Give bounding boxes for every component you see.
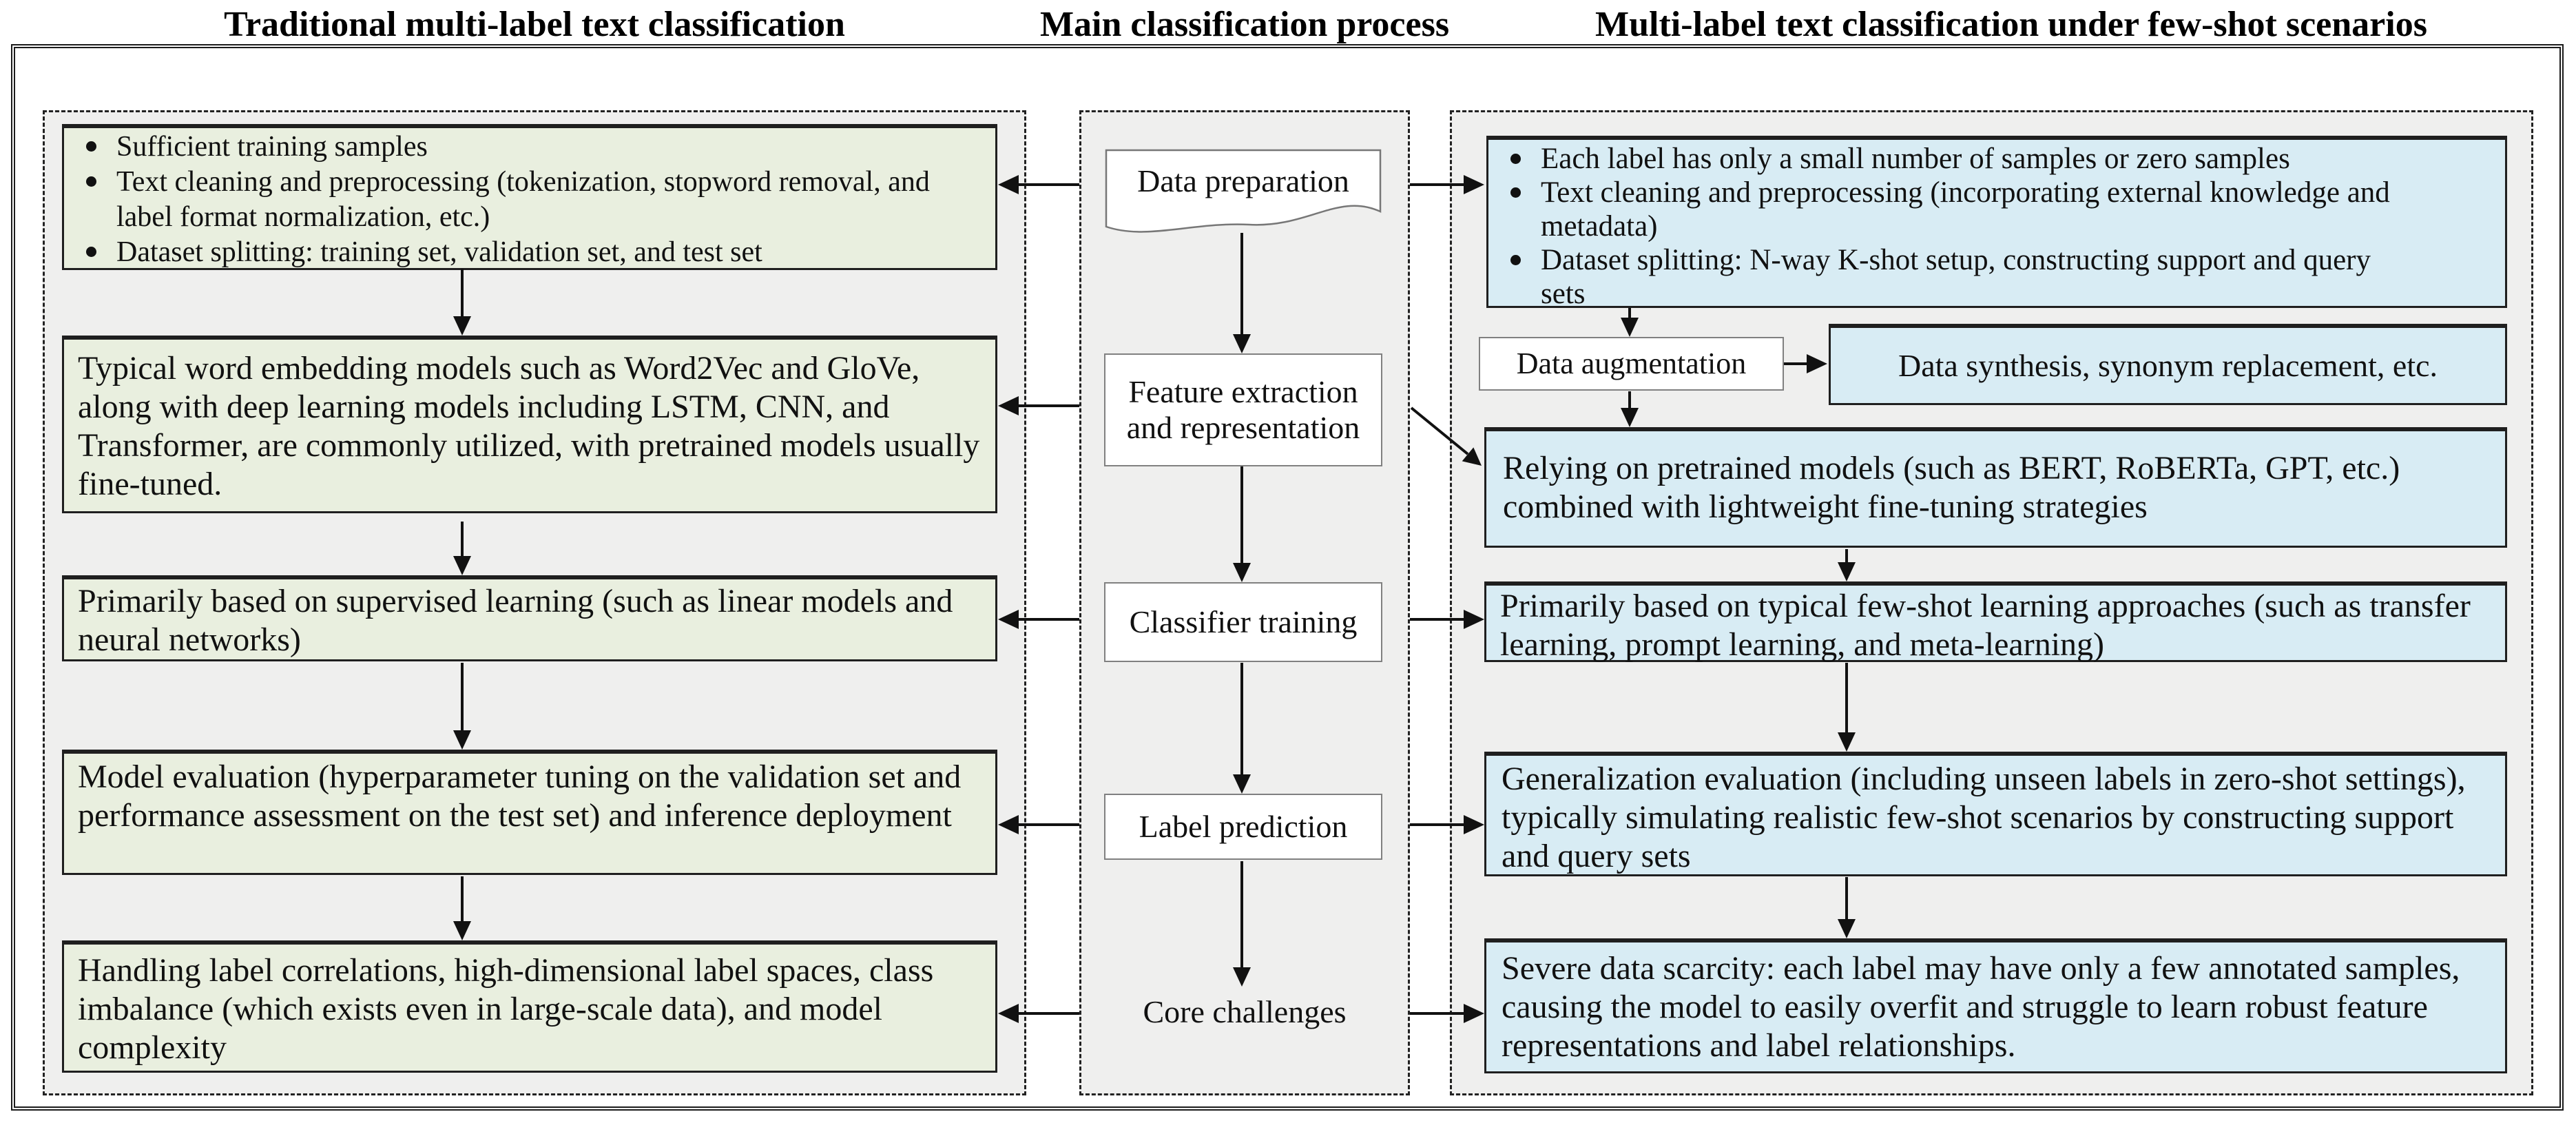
arrow-left-3-4 bbox=[453, 663, 471, 750]
traditional-data-box: Sufficient training samples Text cleanin… bbox=[62, 124, 997, 270]
arrow-feature-to-pretrained bbox=[1410, 406, 1482, 466]
fewshot-evaluation-box: Generalization evaluation (including uns… bbox=[1484, 752, 2507, 876]
traditional-challenges-box: Handling label correlations, high-dimens… bbox=[62, 940, 997, 1073]
arrow-to-fewshot-row1 bbox=[1410, 175, 1484, 194]
fewshot-data-box: Each label has only a small number of sa… bbox=[1486, 136, 2507, 311]
list-item: Each label has only a small number of sa… bbox=[1502, 142, 2409, 176]
arrow-augmentation-to-methods bbox=[1784, 354, 1827, 373]
arrow-process-2-3 bbox=[1233, 466, 1251, 582]
traditional-training-box: Primarily based on supervised learning (… bbox=[62, 575, 997, 661]
arrow-evaluation-to-challenges bbox=[1838, 877, 1856, 938]
arrow-to-traditional-row5 bbox=[998, 1004, 1079, 1023]
arrow-to-fewshot-row4 bbox=[1410, 815, 1484, 834]
fewshot-training-box: Primarily based on typical few-shot lear… bbox=[1484, 581, 2507, 663]
process-step-feature-extraction: Feature extraction and representation bbox=[1104, 353, 1382, 466]
process-step-core-challenges: Core challenges bbox=[1143, 994, 1347, 1029]
process-step-label-prediction: Label prediction bbox=[1104, 794, 1382, 860]
arrow-left-2-3 bbox=[453, 522, 471, 575]
arrow-left-1-2 bbox=[453, 269, 471, 336]
list-item: Sufficient training samples bbox=[78, 130, 965, 165]
arrow-process-4-5 bbox=[1233, 861, 1251, 987]
process-step-data-preparation: Data preparation bbox=[1137, 163, 1349, 198]
data-augmentation-box: Data augmentation bbox=[1479, 337, 1784, 391]
title-main-process: Main classification process bbox=[1039, 5, 1450, 44]
arrow-to-fewshot-row3 bbox=[1410, 610, 1484, 629]
traditional-feature-box: Typical word embedding models such as Wo… bbox=[62, 336, 997, 513]
traditional-evaluation-box: Model evaluation (hyperparameter tuning … bbox=[62, 750, 997, 875]
arrow-fewshot-data-to-augmentation bbox=[1621, 308, 1639, 337]
arrow-process-3-4 bbox=[1233, 663, 1251, 794]
arrow-left-4-5 bbox=[453, 876, 471, 940]
arrow-to-traditional-row4 bbox=[998, 815, 1079, 834]
title-fewshot: Multi-label text classification under fe… bbox=[1595, 5, 2427, 44]
arrow-augmentation-to-pretrained bbox=[1621, 391, 1639, 427]
list-item: Dataset splitting: training set, validat… bbox=[78, 235, 965, 270]
augmentation-methods-box: Data synthesis, synonym replacement, etc… bbox=[1829, 324, 2507, 405]
fewshot-challenges-box: Severe data scarcity: each label may hav… bbox=[1484, 938, 2507, 1073]
process-step-classifier-training: Classifier training bbox=[1104, 582, 1382, 662]
data-preparation-document-shape bbox=[1105, 149, 1382, 233]
list-item: Text cleaning and preprocessing (tokeniz… bbox=[78, 165, 965, 235]
arrow-process-1-2 bbox=[1233, 233, 1251, 353]
title-traditional: Traditional multi-label text classificat… bbox=[224, 5, 845, 44]
arrow-to-traditional-row2 bbox=[998, 396, 1079, 415]
arrow-training-to-evaluation bbox=[1838, 663, 1856, 752]
pretrained-models-box: Relying on pretrained models (such as BE… bbox=[1484, 427, 2507, 548]
arrow-to-fewshot-row5 bbox=[1410, 1004, 1484, 1023]
list-item: Text cleaning and preprocessing (incorpo… bbox=[1502, 176, 2409, 243]
arrow-to-traditional-row3 bbox=[998, 610, 1079, 629]
arrow-pretrained-to-training bbox=[1838, 549, 1856, 581]
arrow-to-traditional-row1 bbox=[998, 175, 1079, 194]
list-item: Dataset splitting: N-way K-shot setup, c… bbox=[1502, 243, 2409, 311]
